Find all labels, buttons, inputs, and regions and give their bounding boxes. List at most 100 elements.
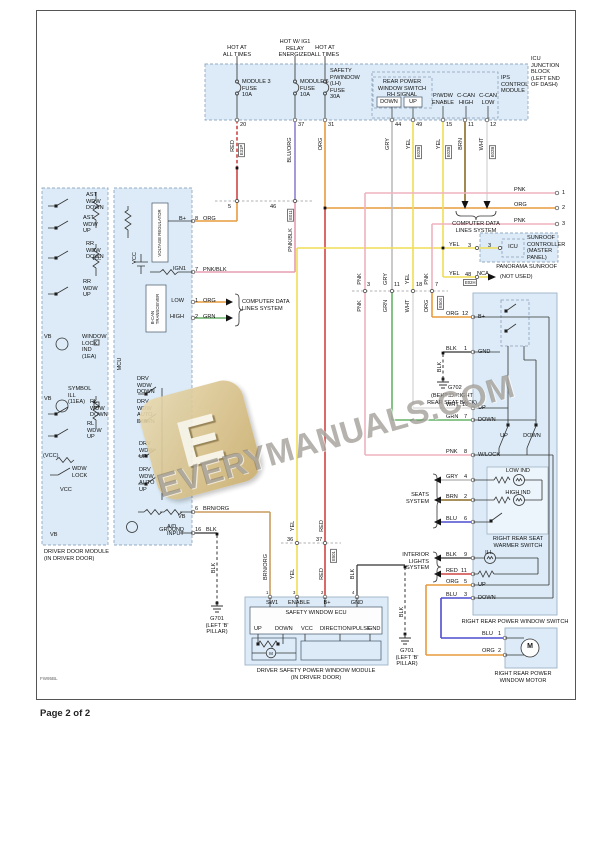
switch-relay-subbox: [500, 299, 530, 347]
g702-loc: (BEHIND RIGHT REAR SEAT BACK): [427, 393, 477, 406]
ddm-label: DRIVER DOOR MODULE (IN DRIVER DOOR): [44, 549, 109, 562]
sw-pin-1: 1: [464, 346, 468, 352]
pin-48: 48: [465, 271, 472, 278]
sw-up-out: UP: [478, 581, 486, 588]
wire-pnk-3: PNK: [514, 217, 526, 224]
ecu-dir-pulse: DIRECTION/PULSE: [320, 625, 371, 632]
sw-gnd: GND: [478, 348, 491, 355]
g701a-blk-v: BLK: [211, 562, 217, 574]
mid-pin-3: 3: [367, 281, 371, 288]
vb-2: VB: [44, 396, 52, 402]
vb-3: VB: [178, 514, 186, 520]
code-e504: E504: [437, 296, 445, 310]
pnkblk-v: PNK/BLK: [288, 228, 294, 252]
mid-pin-18: 18: [416, 281, 423, 288]
fuses: [235, 56, 489, 120]
inline-connectors: [215, 190, 560, 545]
g701-right: G701 (LEFT 'B' PILLAR): [395, 648, 419, 668]
ad-input: A/D INPUT: [167, 524, 184, 537]
mid-grn-bot: GRN: [383, 299, 389, 313]
sw-pin-11b: 11: [461, 568, 467, 574]
wire-bluorg-v: BLU/ORG: [287, 137, 293, 163]
down-box: [376, 96, 402, 108]
safety-window-ecu-box: [249, 606, 383, 635]
ecu-logic-subbox: [300, 640, 382, 661]
in-down: DOWN: [523, 433, 541, 439]
sw-pin-10: 10: [462, 402, 469, 408]
blk-v-ecu: BLK: [350, 568, 356, 580]
ecu-pin-4: 4: [352, 589, 355, 595]
c-can-high: C-CAN HIGH: [457, 93, 475, 106]
pin-20: 20: [240, 122, 247, 128]
panorama-sunroof: PANORAMA SUNROOF: [496, 264, 557, 270]
con-pin-36: 36: [287, 536, 294, 543]
ign1: IGN1: [172, 265, 186, 272]
in-up: UP: [500, 433, 508, 439]
sw-blk: BLK: [446, 346, 457, 352]
ecu-motor-subbox: [251, 637, 297, 661]
code-e02b-1: E02B: [415, 144, 423, 160]
sw-wht: WHT: [446, 402, 459, 408]
mid-pnk-top: PNK: [357, 273, 363, 285]
right-switch-internals: [473, 303, 554, 658]
ddm-pin-16: 16: [195, 526, 202, 533]
mtr-blu: BLU: [482, 630, 493, 637]
sw-down-out: DOWN: [478, 594, 496, 601]
sw-pin-4: 4: [464, 474, 468, 480]
sw-pin-8: 8: [464, 449, 468, 455]
arrow-bcan-low: [226, 298, 233, 306]
warmer-switch-label: RIGHT REAR SEAT WARMER SWITCH: [492, 536, 544, 549]
mid-yel-top: YEL: [405, 273, 411, 285]
red-v-a: RED: [319, 520, 325, 532]
g701-left: G701 (LEFT 'B' PILLAR): [205, 616, 229, 636]
icu-junction-block-box: [204, 63, 529, 121]
ecu-vcc: VCC: [301, 625, 313, 632]
pin-12: 12: [490, 122, 497, 128]
wire-brn-v: BRN: [458, 138, 464, 150]
ddm-blk: BLK: [206, 526, 217, 533]
ground-g701-left: [211, 602, 223, 613]
wire-org-2: ORG: [514, 201, 527, 208]
sw-wlock: W/LOCK: [478, 451, 501, 458]
computer-data-lines-2: COMPUTER DATA LINES SYSTEM: [242, 299, 290, 312]
mid-org-bot: ORG: [424, 299, 430, 313]
sw-pin-3b: 3: [464, 592, 468, 598]
sw-org5: ORG: [446, 579, 459, 585]
sunroof-pin-3a: 3: [468, 242, 472, 249]
wire-gry-v: GRY: [385, 137, 391, 151]
ground-g701-right: [399, 634, 411, 645]
code-e02h: E02H: [463, 279, 478, 287]
arrow-ccan-low: [483, 201, 491, 209]
g702: G702: [448, 384, 462, 391]
sw-down: DOWN: [478, 416, 496, 423]
ecu-bplus: B+: [323, 599, 331, 606]
sunroof-icu: ICU: [508, 243, 518, 250]
fuse-safety-pwindow: SAFETY P/WINDOW (LH) FUSE 30A: [330, 68, 360, 101]
ips-down: DOWN: [380, 98, 398, 105]
drv-wdw-down: DRV WDW DOWN: [137, 376, 155, 396]
rr-switch-label: RIGHT REAR POWER WINDOW SWITCH: [461, 619, 569, 625]
vb-1: VB: [44, 334, 52, 340]
ips-up: UP: [409, 98, 417, 105]
sw-pin-5: 5: [464, 579, 468, 585]
arrow-interior-2: [434, 570, 441, 578]
voltage-regulator-box: [151, 202, 169, 263]
ecu-title: SAFETY WINDOW ECU: [285, 609, 347, 616]
right-rear-power-window-switch-box: [472, 292, 558, 616]
sunroof-controller: SUNROOF CONTROLLER (MASTER PANEL): [527, 235, 566, 261]
page-pin-1: 1: [562, 189, 566, 196]
rl-wdw-up: RL WDW UP: [87, 421, 102, 441]
pin-15: 15: [446, 122, 453, 128]
drv-wdw-auto-down: DRV WDW AUTO DOWN: [137, 399, 155, 425]
wires: [193, 120, 557, 656]
blk-v-gnd2: BLK: [399, 606, 405, 618]
ecu-gnd: GND: [350, 599, 364, 606]
sw-blk9: BLK: [446, 552, 457, 558]
con-pin-37: 37: [316, 536, 323, 543]
ddm-org8: ORG: [203, 215, 216, 222]
pwdw-enable: P/WDW ENABLE: [431, 93, 455, 106]
high: HIGH: [170, 313, 184, 320]
rr-wdw-up: RR WDW UP: [83, 279, 98, 299]
ill: ILL: [485, 549, 493, 556]
